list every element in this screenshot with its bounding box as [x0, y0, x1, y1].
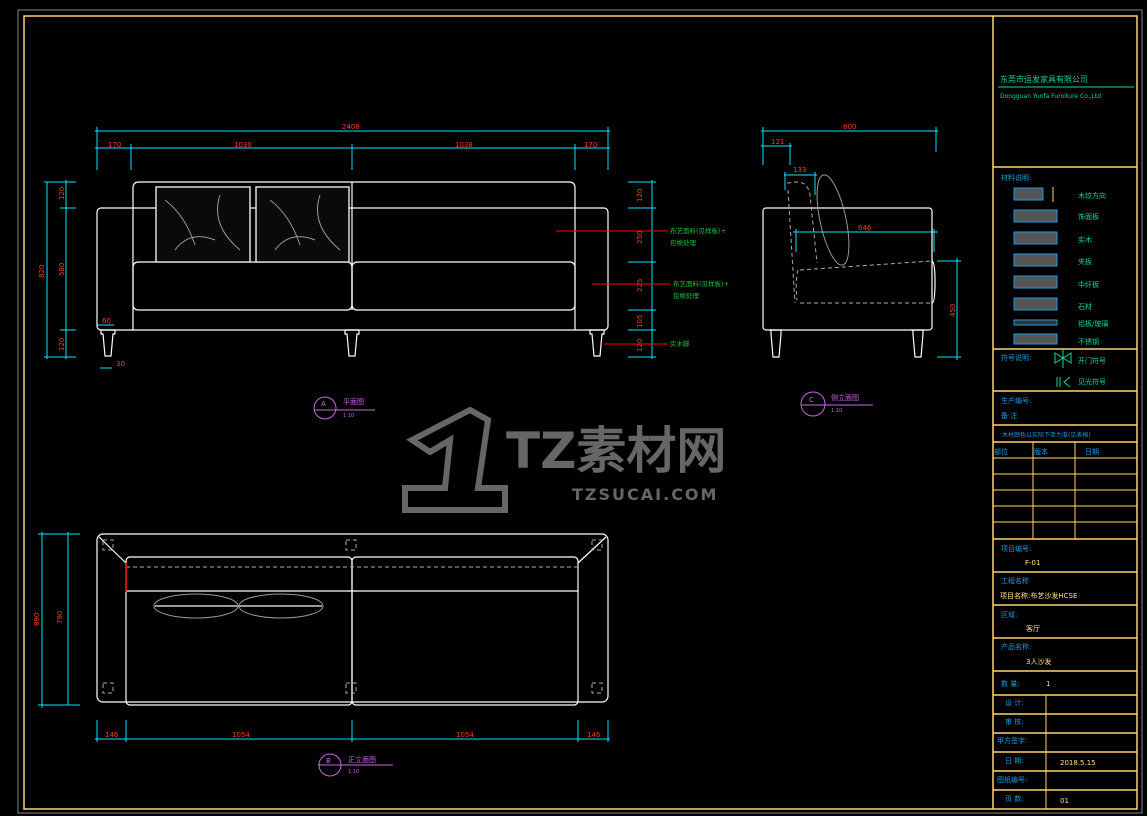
view-title: 侧立面图 [831, 393, 859, 402]
watermark-url: TZSUCAI.COM [572, 485, 718, 504]
annotation: 包棉处理 [673, 291, 700, 300]
materials-header: 材料说明: [1001, 173, 1031, 182]
view-title: 正立面图 [348, 755, 376, 764]
date: 2018.5.15 [1060, 759, 1096, 767]
product-name: 3人沙发 [1026, 657, 1051, 666]
view-letter: C [809, 396, 814, 404]
area: 客厅 [1026, 624, 1040, 633]
view-label-c: C 侧立面图 1:10 [800, 391, 873, 417]
side-elevation: 800 121 133 646 450 C 侧立面图 1:10 [761, 123, 961, 417]
annotation: 包棉处理 [670, 238, 697, 247]
dim-text: 120 [636, 339, 644, 352]
dim-text: 580 [58, 263, 66, 276]
title-block: 东莞市运发家具有限公司 Dongguan Yunfa Furniture Co.… [993, 74, 1137, 809]
dim-text: 30 [116, 360, 125, 368]
revision-table-grid [993, 442, 1137, 539]
project-name: 项目名称:布艺沙发HCSE [1000, 591, 1077, 600]
review-label: 审 核: [1005, 717, 1024, 726]
view-scale: 1:10 [343, 413, 354, 419]
dim-text: 105 [636, 315, 644, 328]
material-label: 夹板 [1078, 257, 1092, 266]
dim-text: 820 [38, 265, 46, 278]
dim-text: 1054 [456, 731, 474, 739]
wood-note: 木材颜色以实际下单为准(见表格) [1002, 431, 1091, 439]
dim-text: 1030 [234, 141, 252, 149]
production-no-label: 生产编号: [1001, 396, 1031, 405]
material-label: 实木 [1078, 235, 1092, 244]
area-label: 区域: [1001, 610, 1017, 619]
dim-text: 1038 [455, 141, 473, 149]
dim-text: 120 [58, 187, 66, 200]
remarks-label: 备 注 [1001, 411, 1017, 420]
dim-text: 120 [636, 189, 644, 202]
dim-text: 60 [102, 317, 111, 325]
table-header: 日期 [1085, 448, 1099, 456]
dim-text: 1054 [232, 731, 250, 739]
dim-text: 250 [636, 231, 644, 244]
view-letter: B [326, 757, 331, 765]
drawing-no-label: 图纸编号: [997, 775, 1027, 784]
material-label: 饰面板 [1078, 212, 1099, 221]
pillow [255, 186, 350, 263]
dim-text: 146 [587, 731, 601, 739]
view-scale: 1:10 [348, 769, 359, 775]
view-letter: A [321, 400, 326, 408]
dim-text: 120 [58, 338, 66, 351]
dim-text: 121 [771, 138, 784, 146]
view-label-a: A 平面图 1:10 [313, 396, 375, 420]
product-label: 产品名称: [1001, 642, 1031, 651]
symbol-label: 开门符号 [1078, 356, 1106, 365]
project-name-label: 工程名称 [1001, 576, 1029, 585]
view-scale: 1:10 [831, 408, 842, 414]
qty: 1 [1046, 680, 1050, 688]
dim-text: 170 [584, 141, 597, 149]
front-elevation: 2408 170 1030 1038 170 820 120 580 120 6… [38, 123, 729, 420]
plan-view: 890 790 146 1054 1054 146 B 正立面图 1:10 [33, 532, 610, 777]
door-symbol-icon [1054, 350, 1072, 368]
symbols-header: 符号说明: [1001, 353, 1031, 362]
visible-edge-symbol-icon [1056, 376, 1071, 388]
date-label: 日 期: [1005, 757, 1024, 765]
pillow [155, 186, 251, 263]
annotation: 布艺面料(见样板)+ [673, 279, 729, 288]
material-legend: 木纹方向 饰面板 实木 夹板 中纤板 石材 铝板/玻璃 不锈钢 [1013, 187, 1108, 346]
dim-overall-width: 2408 [342, 123, 360, 131]
annotation: 实木脚 [670, 339, 690, 348]
dim-text: 800 [843, 123, 856, 131]
material-label: 中纤板 [1078, 280, 1099, 289]
dim-text: 646 [858, 224, 872, 232]
view-title: 平面图 [343, 398, 364, 406]
client-signature-label: 甲方签字: [997, 736, 1027, 745]
page-number: 01 [1060, 797, 1069, 805]
material-label: 不锈钢 [1078, 337, 1099, 346]
drawing-frame [23, 15, 1138, 810]
page-label: 页 数: [1005, 794, 1024, 803]
company-name-en: Dongguan Yunfa Furniture Co.,Ltd [1000, 93, 1101, 100]
dim-text: 133 [793, 166, 806, 174]
project-no: F-01 [1025, 559, 1040, 567]
outer-border [17, 9, 1143, 814]
dim-text: 225 [636, 279, 644, 292]
design-label: 设 计: [1005, 698, 1024, 707]
dim-text: 170 [108, 141, 121, 149]
annotation: 布艺面料(见样板)+ [670, 226, 726, 235]
view-label-b: B 正立面图 1:10 [318, 753, 393, 777]
dim-text: 450 [949, 304, 957, 317]
watermark-logo: TZ素材网 [506, 422, 726, 480]
material-label: 铝板/玻璃 [1078, 319, 1108, 328]
project-no-label: 项目编号: [1001, 544, 1031, 553]
table-header: 版本 [1034, 447, 1048, 456]
table-header: 部位 [994, 447, 1008, 456]
symbol-label: 见光符号 [1078, 377, 1106, 386]
material-label: 木纹方向 [1078, 191, 1106, 200]
watermark: TZ素材网 TZSUCAI.COM [402, 406, 726, 513]
dim-text: 146 [105, 731, 119, 739]
company-name: 东莞市运发家具有限公司 [1000, 74, 1088, 84]
dim-text: 790 [56, 611, 64, 624]
qty-label: 数 量: [1001, 679, 1020, 688]
material-label: 石材 [1078, 302, 1092, 311]
dim-text: 890 [33, 613, 41, 626]
